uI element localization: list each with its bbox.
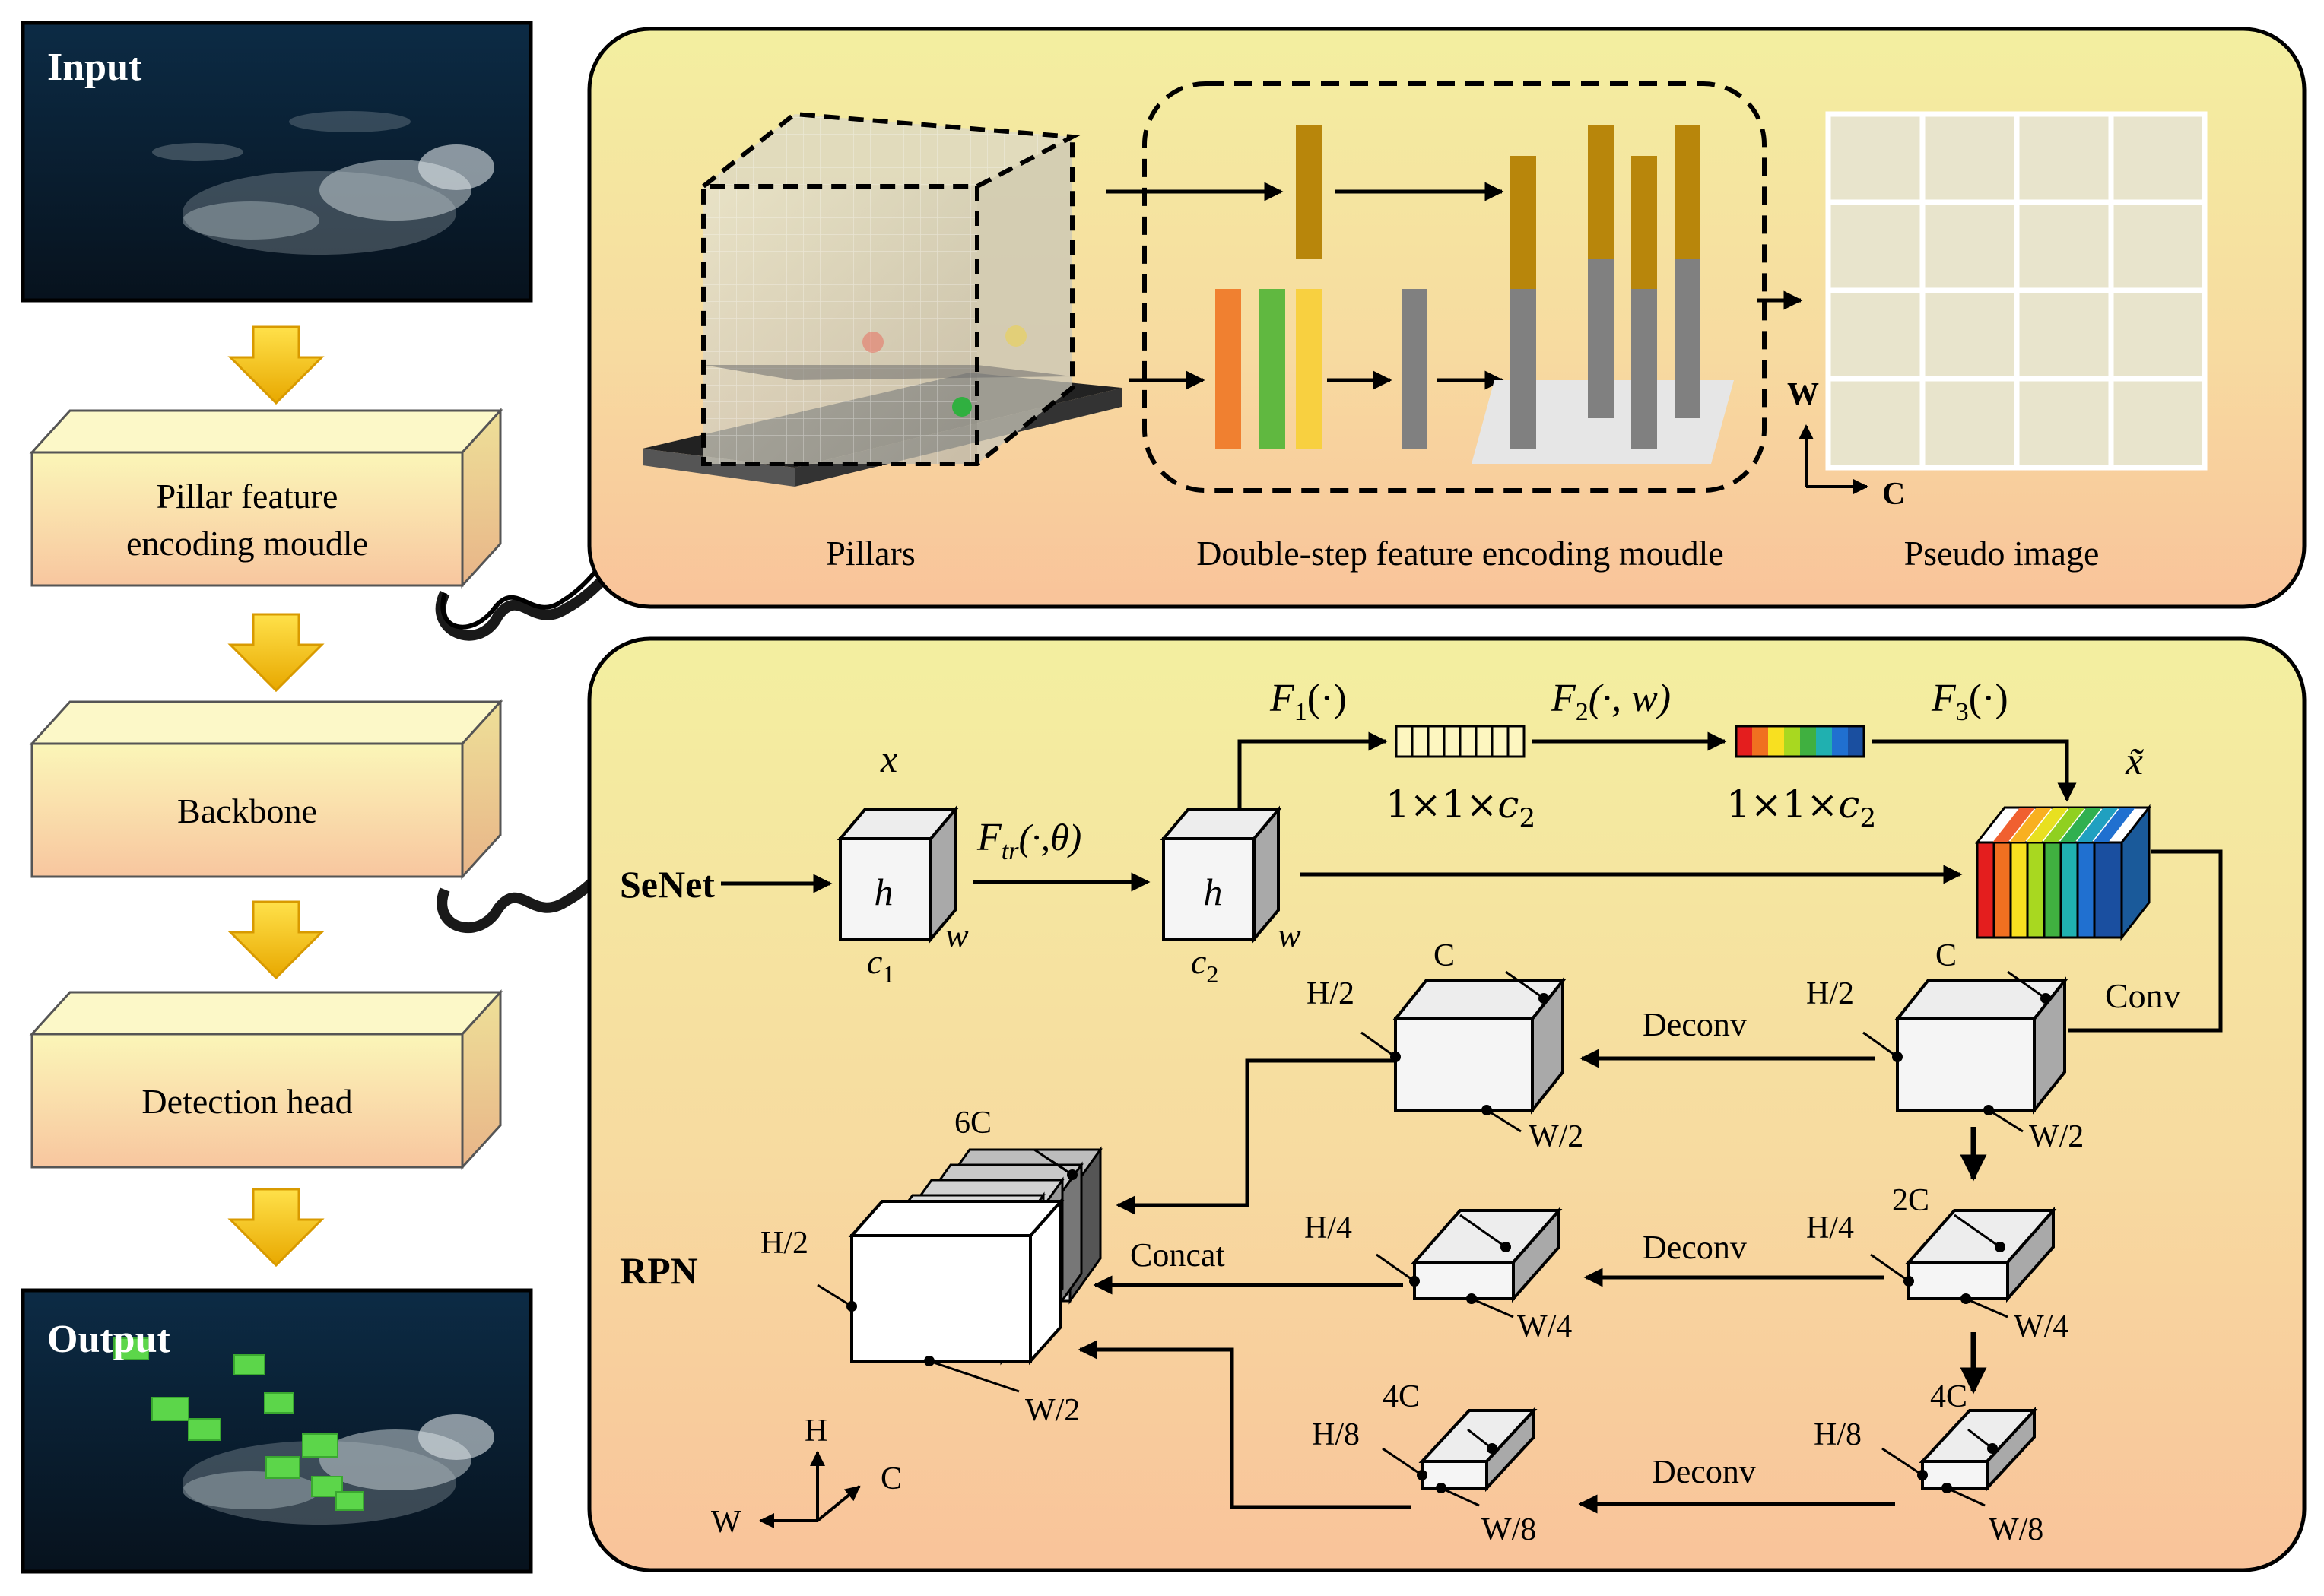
double-step-module-box <box>1142 81 1767 493</box>
xtilde-cube <box>1974 804 2152 941</box>
rpn-r3-c: 4C <box>1930 1379 1967 1414</box>
rpn-l3-c: 4C <box>1383 1379 1420 1414</box>
rpn-l1-c: C <box>1433 938 1455 973</box>
flow-arrow-2 <box>227 613 325 693</box>
rpn-left-cube-2 <box>1376 1206 1563 1318</box>
orange-bar <box>1215 289 1241 449</box>
arrow-to-f1 <box>1237 731 1388 810</box>
bottom-panel: SeNet h w c1 x Ftr(·,θ) h w c2 F1(·) <box>587 636 2307 1572</box>
concat-label: Concat <box>1130 1236 1225 1274</box>
deconv-label-1: Deconv <box>1643 1006 1747 1043</box>
input-scene: Input <box>21 21 533 303</box>
f2-label: F2(·, w) <box>1551 677 1671 726</box>
cube1-w-label: w <box>945 915 969 954</box>
axis-w-label: W <box>1787 377 1819 412</box>
rpn-r1-w: W/2 <box>2029 1119 2084 1154</box>
input-label: Input <box>47 46 142 89</box>
stage-detection-head: Detection head <box>29 989 503 1170</box>
concat-h2: H/2 <box>760 1226 808 1261</box>
cube2-w-label: w <box>1278 915 1301 954</box>
flow-arrow-3 <box>227 900 325 980</box>
output-scene: Output <box>21 1288 533 1574</box>
rpn-r2-h: H/4 <box>1806 1210 1854 1245</box>
stacked-feature-bars <box>1510 125 1700 449</box>
f1-dim-label: 1×1×c2 <box>1386 782 1535 833</box>
green-bar <box>1259 289 1285 449</box>
stage-pillar-feature-encoding: Pillar feature encoding moudle <box>29 408 503 589</box>
rpn-r2-w: W/4 <box>2014 1309 2068 1344</box>
point-cloud-input <box>152 111 494 255</box>
senet-cube-1: h w c1 <box>837 805 969 988</box>
rpn-l3-w: W/8 <box>1481 1512 1536 1547</box>
pillars-cube <box>643 111 1122 487</box>
connector-concat-1 <box>1116 1058 1395 1215</box>
cube2-h-label: h <box>1204 871 1223 913</box>
f1-label: F1(·) <box>1269 677 1347 726</box>
f3-label: F3(·) <box>1931 677 2008 726</box>
flow-arrow-1 <box>227 325 325 405</box>
rpn-left-cube-3 <box>1382 1406 1538 1507</box>
concat-6c: 6C <box>954 1106 992 1141</box>
cube2-c-label: c2 <box>1191 942 1218 988</box>
pseudo-image-grid <box>1825 111 2208 471</box>
rpn-l1-h: H/2 <box>1306 976 1354 1011</box>
rpn-l2-h: H/4 <box>1304 1210 1352 1245</box>
rpn-left-cube-1 <box>1360 970 1567 1133</box>
gold-bar-top <box>1296 125 1322 259</box>
rpn-right-cube-1 <box>1862 970 2068 1133</box>
rpn-r1-h: H/2 <box>1806 976 1854 1011</box>
stage-backbone: Backbone <box>29 699 503 880</box>
conv-label: Conv <box>2105 976 2181 1015</box>
rpn-axis-c: C <box>881 1461 902 1496</box>
rpn-r1-c: C <box>1935 938 1957 973</box>
rpn-l2-w: W/4 <box>1517 1309 1572 1344</box>
stage-pillar-line1: Pillar feature <box>157 477 338 516</box>
ftr-label: Ftr(·,θ) <box>976 816 1081 865</box>
f1-vector <box>1395 725 1526 758</box>
stage-backbone-label: Backbone <box>177 792 317 830</box>
f2-vector <box>1735 725 1865 758</box>
rpn-r2-c: 2C <box>1892 1183 1929 1218</box>
cube1-c-label: c1 <box>867 942 894 988</box>
rpn-title: RPN <box>620 1249 698 1292</box>
rpn-axis-w: W <box>711 1505 741 1540</box>
senet-title: SeNet <box>620 863 715 906</box>
stage-detection-label: Detection head <box>141 1082 352 1121</box>
f2-dim-label: 1×1×c2 <box>1726 782 1876 833</box>
rpn-r3-h: H/8 <box>1814 1417 1862 1452</box>
x-label: x <box>880 738 897 780</box>
arrow-f3 <box>1872 739 2077 802</box>
deconv-label-2: Deconv <box>1643 1229 1747 1266</box>
detection-boxes <box>113 1337 364 1511</box>
rpn-r3-w: W/8 <box>1989 1512 2043 1547</box>
stage-pillar-line2: encoding moudle <box>126 524 368 563</box>
senet-cube-2: h w c2 <box>1160 805 1301 988</box>
cube1-h-label: h <box>875 871 894 913</box>
rpn-axes: H W C <box>711 1414 902 1540</box>
flow-arrow-4 <box>227 1188 325 1268</box>
axis-c-label: C <box>1882 477 1905 512</box>
xtilde-label: x̃ <box>2125 740 2144 783</box>
pillars-caption: Pillars <box>826 534 916 573</box>
pseudo-caption: Pseudo image <box>1904 534 2100 573</box>
top-panel: W C Pillars Double-step feature encoding… <box>587 27 2307 609</box>
yellow-bar <box>1296 289 1322 449</box>
concat-w2: W/2 <box>1025 1393 1080 1428</box>
output-label: Output <box>47 1318 171 1361</box>
conv-connector <box>2068 849 2223 1033</box>
gray-bar <box>1402 289 1427 449</box>
rpn-l1-w: W/2 <box>1529 1119 1583 1154</box>
feature-base <box>1472 380 1734 464</box>
rpn-axis-h: H <box>805 1414 827 1448</box>
concat-stack <box>817 1146 1103 1393</box>
deconv-label-3: Deconv <box>1652 1453 1756 1490</box>
rpn-l3-h: H/8 <box>1312 1417 1360 1452</box>
pseudo-axes: W C <box>1787 377 1905 512</box>
connector-concat-3 <box>1078 1340 1411 1509</box>
rpn-right-cube-2 <box>1870 1206 2057 1318</box>
rpn-right-cube-3 <box>1881 1406 2038 1507</box>
double-step-caption: Double-step feature encoding moudle <box>1196 534 1724 573</box>
